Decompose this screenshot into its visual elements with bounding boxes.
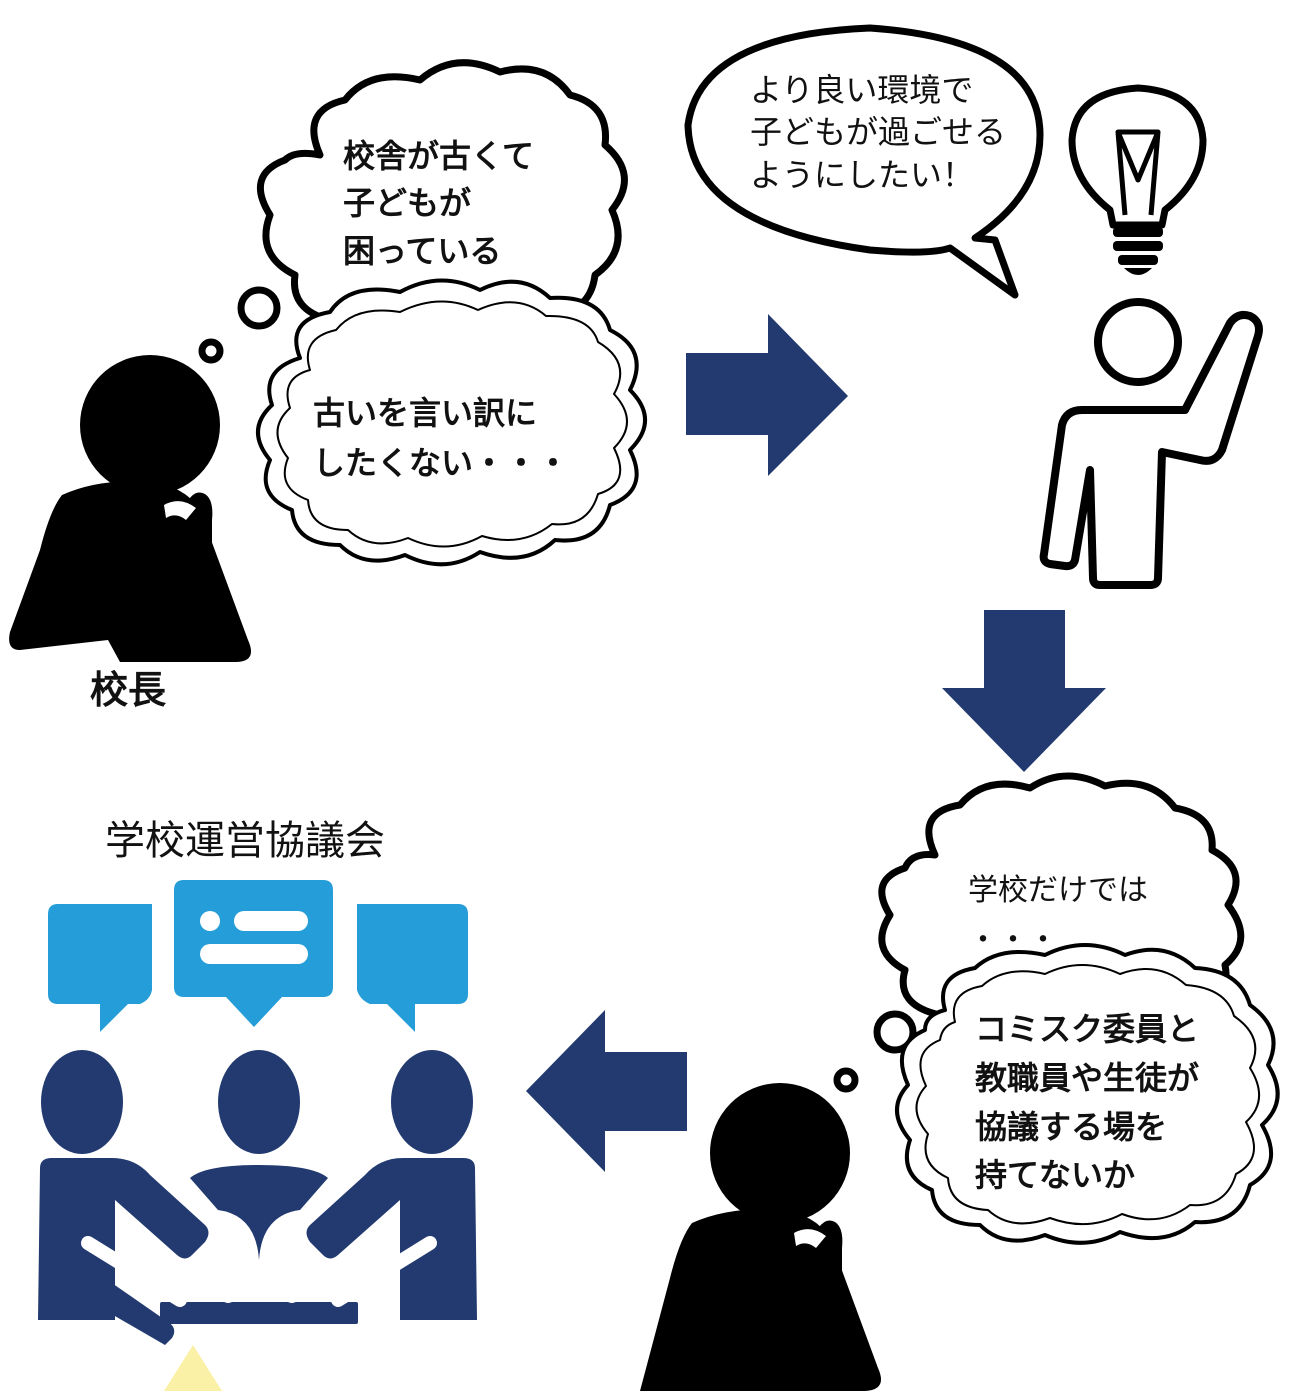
proposal-line-1: コミスク委員と	[975, 1010, 1199, 1048]
idea-speech-line-3: ようにしたい！	[750, 156, 974, 194]
chat-lines	[200, 911, 308, 964]
lightbulb-icon	[1068, 84, 1207, 275]
arrow-down	[942, 610, 1106, 772]
worry-top-line-2: 子どもが	[343, 184, 471, 222]
idea-speech-line-2: 子どもが過ごせる	[750, 113, 1006, 151]
idea-person-icon	[1039, 298, 1263, 589]
meeting-hands	[81, 1236, 437, 1307]
thinking-person-icon	[9, 355, 252, 662]
thought-dots	[198, 286, 281, 364]
idea-speech-line-1: より良い環境で	[750, 71, 973, 109]
worry-bottom-line-1: 古いを言い訳に	[313, 394, 537, 432]
proposal-line-2: 教職員や生徒が	[975, 1059, 1199, 1097]
proposal-line-4: 持てないか	[975, 1156, 1135, 1194]
worry-cloud-bottom	[256, 278, 647, 567]
council-label: 学校運営協議会	[105, 818, 385, 864]
worry-cloud-top	[257, 59, 628, 344]
idea-speech-bubble	[684, 24, 1044, 299]
arrow-right	[686, 314, 848, 476]
arrow-left	[526, 1010, 687, 1172]
thought-dots	[833, 1010, 917, 1093]
proposal-cloud	[895, 943, 1280, 1245]
school-alone-line-1: 学校だけでは	[968, 873, 1148, 908]
worry-bottom-line-2: したくない・・・	[313, 444, 569, 482]
pointer-triangle	[164, 1345, 222, 1391]
meeting-people-icon	[38, 1050, 477, 1345]
thinking-person-icon	[640, 1083, 882, 1391]
worry-top-line-3: 困っている	[343, 232, 501, 270]
principal-label: 校長	[90, 668, 167, 712]
proposal-line-3: 協議する場を	[975, 1108, 1167, 1146]
worry-top-line-1: 校舎が古くて	[343, 137, 534, 175]
